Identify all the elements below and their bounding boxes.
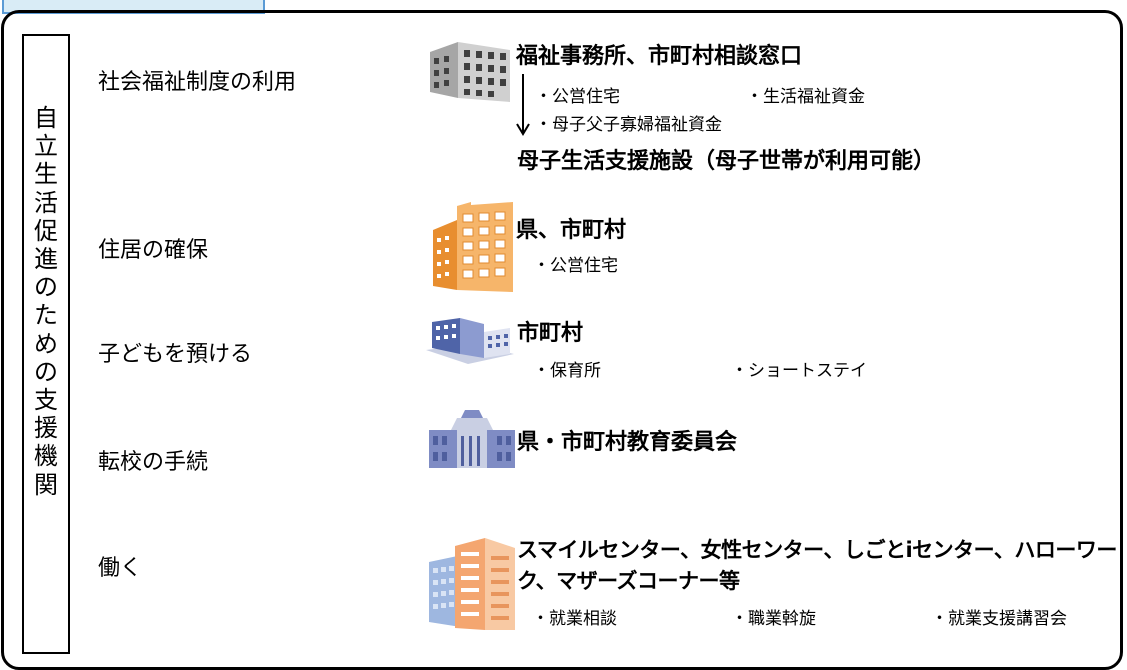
- item-living-welfare-fund: ・生活福祉資金: [746, 87, 865, 107]
- heading-board-of-education: 県・市町村教育委員会: [517, 430, 738, 455]
- item-job-training: ・就業支援講習会: [931, 609, 1067, 629]
- item-nursery: ・保育所: [533, 361, 601, 381]
- school-building-icon: [429, 410, 515, 468]
- down-arrow-icon: [516, 74, 530, 136]
- heading-employment-centers-line2: ク、マザーズコーナー等: [517, 569, 740, 593]
- heading-prefecture-municipality: 県、市町村: [516, 218, 627, 243]
- item-employment-consultation: ・就業相談: [532, 609, 617, 629]
- result-mother-child-facility: 母子生活支援施設（母子世帯が利用可能）: [517, 149, 936, 174]
- heading-welfare-office: 福祉事務所、市町村相談窓口: [516, 44, 803, 69]
- apartment-building-icon: [433, 202, 513, 292]
- item-single-parent-fund: ・母子父子寡婦福祉資金: [535, 115, 722, 135]
- category-social-welfare: 社会福祉制度の利用: [98, 70, 297, 95]
- item-public-housing-2: ・公営住宅: [533, 256, 618, 276]
- side-label: 自立生活促進のための支援機関: [34, 104, 58, 499]
- heading-municipality: 市町村: [517, 321, 584, 346]
- item-public-housing: ・公営住宅: [535, 87, 620, 107]
- town-hall-icon: [426, 318, 514, 364]
- item-job-placement: ・職業斡旋: [731, 609, 816, 629]
- item-short-stay: ・ショートステイ: [731, 361, 867, 381]
- office-tower-icon: [429, 538, 515, 630]
- category-school-transfer: 転校の手続: [98, 450, 209, 475]
- office-building-icon: [430, 42, 510, 102]
- heading-employment-centers-line1: スマイルセンター、女性センター、しごとiセンター、ハローワー: [517, 538, 1117, 562]
- category-childcare: 子どもを預ける: [98, 342, 253, 367]
- category-work: 働く: [98, 556, 143, 581]
- category-housing: 住居の確保: [98, 238, 209, 263]
